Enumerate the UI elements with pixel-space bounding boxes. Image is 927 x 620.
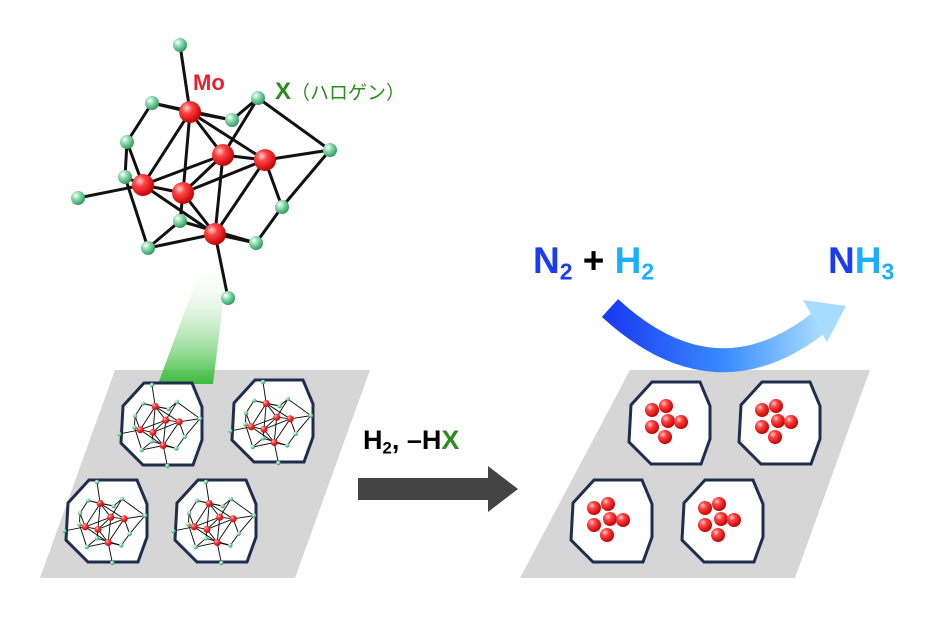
halide-cluster-3 (61, 478, 149, 566)
reactants-label: N2 + H2 (533, 240, 655, 285)
halogen-note: （ハロゲン） (291, 82, 406, 104)
halogen-label: X（ハロゲン） (275, 78, 405, 106)
halogen-symbol: X (275, 78, 292, 105)
halide-cluster-2 (227, 378, 315, 466)
mo-cluster-1 (627, 380, 712, 466)
product-label: NH3 (828, 240, 895, 285)
mo-cluster-2 (737, 380, 822, 466)
catalysis-curved-arrow (601, 299, 846, 373)
mo-label: Mo (193, 70, 225, 95)
zoom-beam (158, 262, 228, 384)
halide-cluster-1 (116, 381, 204, 469)
halide-cluster-4 (170, 478, 258, 566)
mo-cluster-3 (569, 478, 654, 564)
reaction-arrow (358, 466, 518, 512)
mo-cluster-4 (680, 478, 765, 564)
reaction-condition-label: H2, –HX (363, 425, 460, 458)
